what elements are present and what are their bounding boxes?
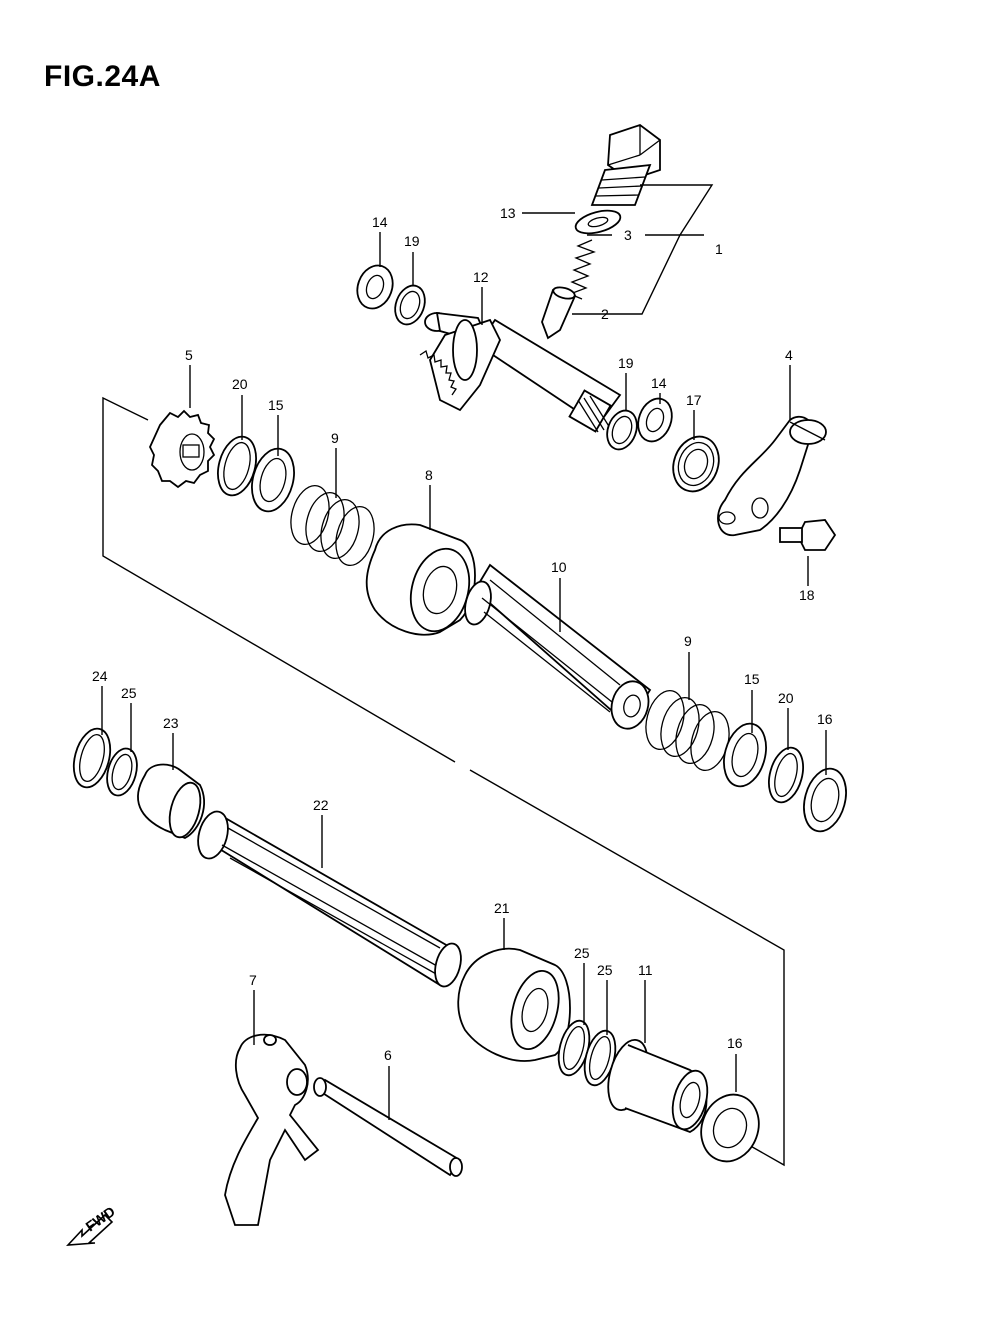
part-bush-11 [607,1039,709,1133]
callout-25c: 25 [597,962,613,978]
part-spring-9a [290,485,375,566]
part-spring-3 [568,239,596,300]
assembly-frame [102,396,785,1167]
part-circlip-20b [768,746,804,804]
part-circlip-19a [394,284,426,326]
part-washer-14a [356,264,394,310]
callout-17: 17 [686,392,702,408]
callout-16b: 16 [727,1035,743,1051]
part-drum-8 [365,523,476,636]
part-spring-9b [645,690,730,771]
part-circlip-19b [606,409,638,451]
fwd-arrow-icon: FWD [66,1203,118,1246]
part-washer-15a [251,447,295,513]
callouts: 1 2 3 4 5 6 7 8 9 9 10 11 12 13 14 14 15… [92,205,833,1063]
callout-11: 11 [638,962,653,978]
leader-lines [101,184,827,1120]
part-fork-7 [224,1033,320,1226]
callout-15a: 15 [268,397,284,413]
callout-25a: 25 [121,685,137,701]
part-circlip-25a [106,747,138,797]
part-bush-23 [137,763,205,839]
callout-6: 6 [384,1047,392,1063]
part-shaft-12 [419,311,622,433]
part-bolt-18 [779,519,837,551]
callout-2: 2 [601,306,609,322]
part-circlip-24 [72,727,112,789]
callout-16a: 16 [817,711,833,727]
part-bolt [590,123,661,206]
part-pin-2 [541,286,577,340]
callout-24: 24 [92,668,108,684]
callout-21: 21 [494,900,510,916]
callout-1: 1 [715,241,723,257]
part-washer-15b [723,722,767,788]
callout-4: 4 [785,347,793,363]
part-arm-4 [717,415,827,536]
callout-22: 22 [313,797,329,813]
part-gear-5 [149,409,216,489]
callout-25b: 25 [574,945,590,961]
part-shaft-10 [464,563,652,730]
callout-7: 7 [249,972,257,988]
callout-5: 5 [185,347,193,363]
callout-19a: 19 [404,233,420,249]
callout-13: 13 [500,205,516,221]
callout-9a: 9 [331,430,339,446]
part-rod-6 [313,1077,463,1177]
part-circlip-20a [217,435,257,497]
part-shaft-22 [197,810,462,988]
callout-8: 8 [425,467,433,483]
part-bearing-17 [672,435,720,493]
callout-12: 12 [473,269,489,285]
part-drum-21 [457,947,571,1062]
part-washer-16b [700,1093,760,1163]
part-washer-14b [637,397,673,443]
callout-20a: 20 [232,376,248,392]
callout-14a: 14 [372,214,388,230]
callout-20b: 20 [778,690,794,706]
figure-title: FIG.24A [44,60,161,93]
part-washer-16a [803,767,847,833]
callout-15b: 15 [744,671,760,687]
callout-23: 23 [163,715,179,731]
callout-3: 3 [624,227,632,243]
callout-19b: 19 [618,355,634,371]
callout-18: 18 [799,587,815,603]
callout-10: 10 [551,559,567,575]
callout-14b: 14 [651,375,667,391]
callout-9b: 9 [684,633,692,649]
part-washer-13 [574,209,622,235]
